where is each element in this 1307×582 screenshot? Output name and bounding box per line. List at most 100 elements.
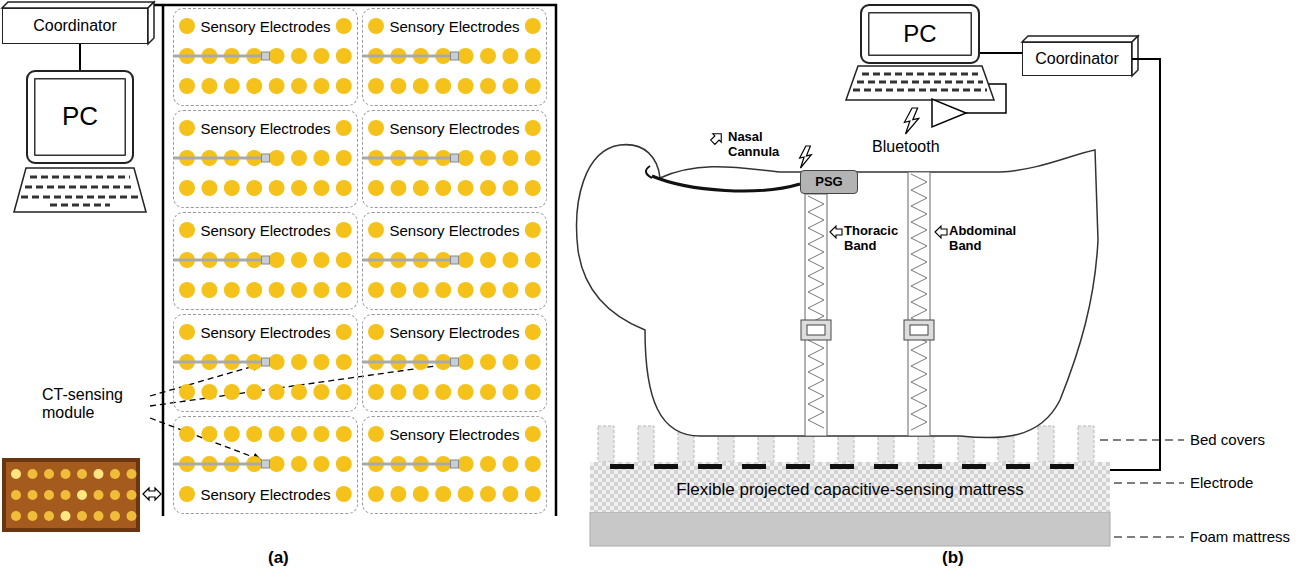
electrode-dot [502, 354, 518, 370]
electrode-dot [525, 384, 541, 400]
electrode-dot [269, 78, 285, 94]
electrode-dot [480, 354, 496, 370]
photo-electrode [77, 511, 87, 521]
belt-strap [805, 194, 827, 436]
hollow-arrow [830, 226, 842, 238]
electrode-dot [368, 120, 384, 136]
electrode-module: Sensory Electrodes [173, 314, 358, 412]
photo-electrode [11, 490, 21, 500]
photo-electrode [61, 511, 71, 521]
hollow-arrow [709, 130, 726, 147]
electrode-dot [269, 252, 285, 268]
belt-elastic [911, 174, 927, 430]
electrode-dot [224, 384, 240, 400]
module-trace [174, 259, 263, 262]
ct-sensing-chip [262, 358, 270, 366]
coordinator-box: Coordinator [2, 8, 148, 44]
module-trace [174, 55, 263, 58]
electrode-dot [458, 150, 474, 166]
electrode-dot [179, 222, 195, 238]
electrode-dot [525, 180, 541, 196]
belt-buckle [801, 320, 831, 340]
electrode-dot [269, 456, 285, 472]
box-face [1132, 36, 1138, 76]
ct-sensing-chip [451, 256, 459, 264]
keyboard-keys [21, 177, 139, 205]
electrode-dot [525, 354, 541, 370]
electrode-dot [413, 384, 429, 400]
mat-frame-wire [154, 5, 556, 516]
electrode-dot [435, 78, 451, 94]
electrode-dot [291, 456, 307, 472]
electrode-dot [480, 486, 496, 502]
electrode-dot [291, 150, 307, 166]
belt-strap [908, 172, 930, 436]
electrode-dot [390, 180, 406, 196]
photo-electrode [61, 469, 71, 479]
electrode-dot [368, 18, 384, 34]
module-trace [174, 157, 263, 160]
photo-electrode [11, 469, 21, 479]
electrode-dot [336, 456, 352, 472]
electrode-dot [525, 426, 541, 442]
part-label: Abdominal Band [949, 224, 1021, 254]
electrode-dot [224, 78, 240, 94]
photo-electrode [94, 490, 104, 500]
electrode-dot [525, 282, 541, 298]
photo-electrode [44, 490, 54, 500]
electrode-dot [435, 486, 451, 502]
electrode-dot [179, 78, 195, 94]
electrode-dot [336, 78, 352, 94]
dongle-wire [966, 84, 1006, 113]
belt-buckle-slot [807, 325, 825, 335]
electrode-dot [435, 180, 451, 196]
electrode-dot [458, 180, 474, 196]
electrode-dot [336, 282, 352, 298]
photo-electrode [110, 511, 120, 521]
panel-label: (a) [268, 548, 289, 568]
electrode-dot [336, 252, 352, 268]
electrode-dot [480, 456, 496, 472]
electrode-dot [291, 252, 307, 268]
node-text: Sensory Electrodes [197, 120, 333, 137]
leader-arrow [150, 418, 261, 460]
electrode-dot [458, 252, 474, 268]
electrode-dot [246, 78, 262, 94]
bed-cover-fold [598, 426, 614, 462]
electrode-module: Sensory Electrodes [362, 314, 547, 412]
node-text: Sensory Electrodes [386, 324, 522, 341]
laptop-keyboard [846, 66, 994, 100]
photo-electrode [94, 511, 104, 521]
module-trace [363, 55, 452, 58]
ct-sensing-chip [262, 154, 270, 162]
electrode-dot [336, 150, 352, 166]
nasal-cannula-tube [652, 176, 800, 191]
photo-sheet [6, 462, 136, 528]
electrode-dot [291, 78, 307, 94]
electrode-dot [525, 78, 541, 94]
photo-electrode [61, 490, 71, 500]
electrode-dot [480, 384, 496, 400]
electrode-dot [179, 180, 195, 196]
coordinator-box: Coordinator [1022, 42, 1132, 76]
electrode-dot [336, 120, 352, 136]
electrode-dot [291, 354, 307, 370]
electrode-module: Sensory Electrodes [173, 110, 358, 208]
electrode-dot [525, 222, 541, 238]
electrode-dot [525, 456, 541, 472]
electrode-dot [201, 384, 217, 400]
photo-electrode [127, 469, 137, 479]
electrode-dot [480, 78, 496, 94]
photo-frame [2, 458, 140, 532]
node-text: Sensory Electrodes [386, 222, 522, 239]
electrode-dot [525, 252, 541, 268]
photo-electrode [77, 469, 87, 479]
electrode-dot [525, 486, 541, 502]
electrode-dot [179, 282, 195, 298]
wireless-bolt [904, 108, 918, 134]
node-text: Flexible projected capacitive-sensing ma… [676, 480, 1024, 500]
module-trace [363, 361, 452, 364]
photo-electrode [110, 469, 120, 479]
electrode-dot [313, 150, 329, 166]
